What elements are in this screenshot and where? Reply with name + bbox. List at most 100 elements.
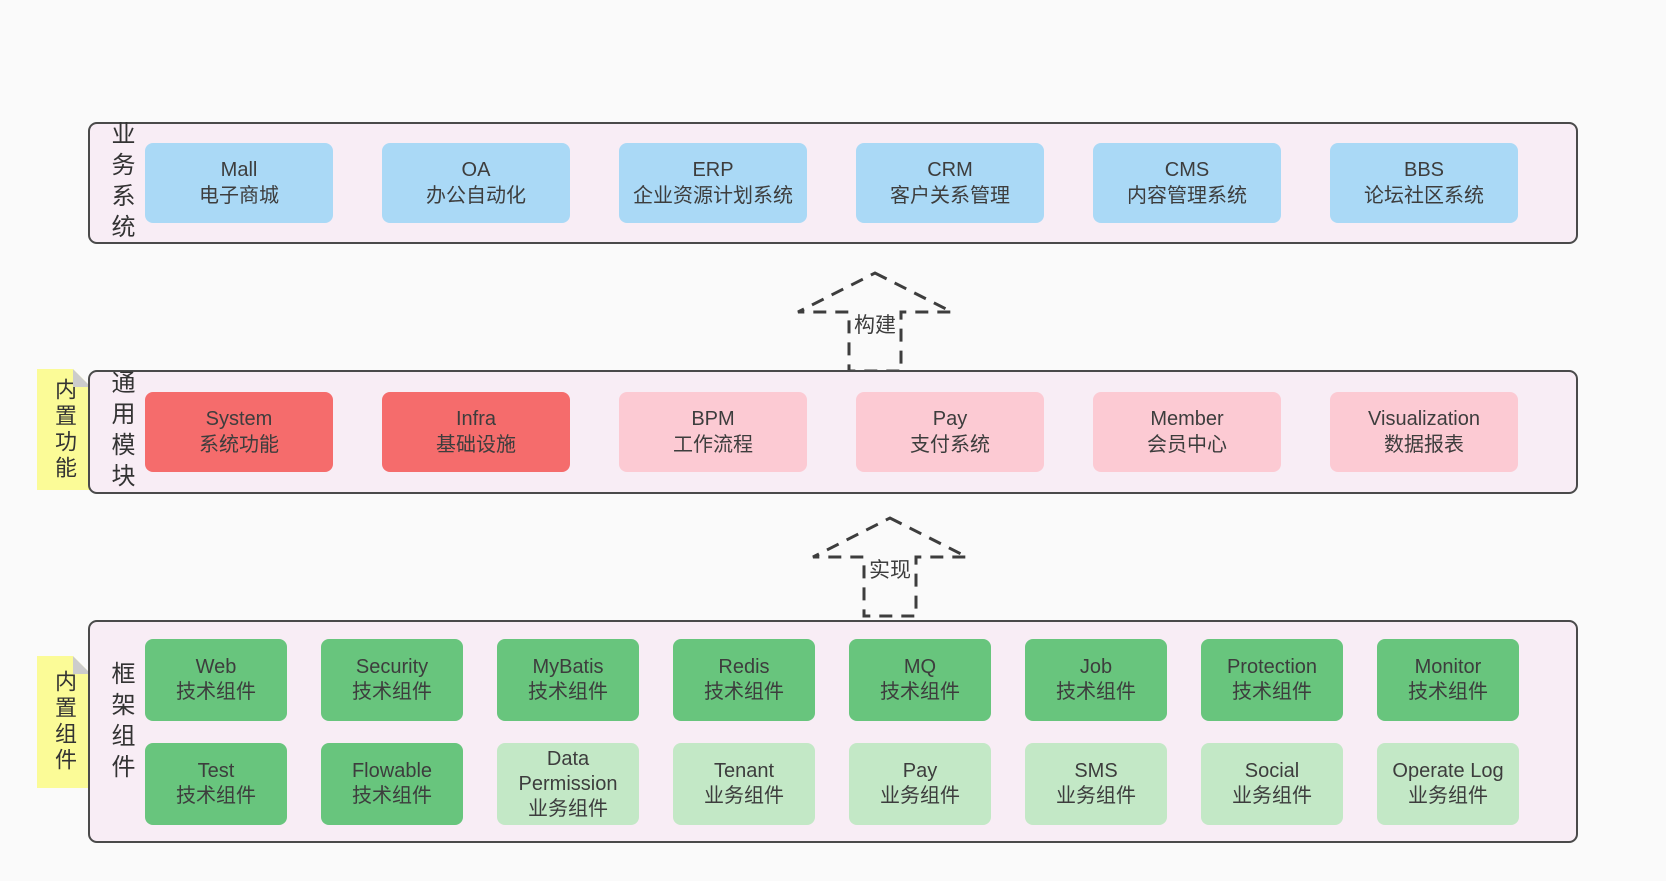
sticky-note-builtin-features-label: 内置功能 [52, 377, 77, 482]
box-subtitle: 技术组件 [352, 785, 432, 807]
box-subtitle: 数据报表 [1384, 434, 1464, 456]
box-operate-log: Operate Log 业务组件 [1377, 743, 1519, 825]
arrow-implement-label: 实现 [866, 553, 914, 585]
panel-business-label: 业务系统 [107, 121, 134, 245]
box-title: Web [195, 656, 237, 678]
box-subtitle: 技术组件 [1056, 681, 1136, 703]
box-erp: ERP 企业资源计划系统 [619, 143, 807, 223]
box-subtitle: 业务组件 [704, 785, 784, 807]
box-title: Data Permission [518, 747, 618, 795]
box-title: Visualization [1368, 408, 1480, 430]
box-subtitle: 电子商城 [199, 185, 279, 207]
arrow-implement: 实现 [805, 514, 975, 618]
box-mall: Mall 电子商城 [145, 143, 333, 223]
box-subtitle: 客户关系管理 [890, 185, 1010, 207]
box-subtitle: 办公自动化 [426, 185, 526, 207]
box-subtitle: 技术组件 [704, 681, 784, 703]
box-title: BPM [691, 408, 735, 430]
box-subtitle: 技术组件 [1408, 681, 1488, 703]
box-security: Security 技术组件 [321, 639, 463, 721]
box-infra: Infra 基础设施 [382, 392, 570, 472]
box-subtitle: 技术组件 [528, 681, 608, 703]
box-subtitle: 企业资源计划系统 [633, 185, 793, 207]
box-subtitle: 技术组件 [176, 681, 256, 703]
box-title: Operate Log [1392, 760, 1504, 782]
arrow-build-label: 构建 [851, 308, 899, 340]
box-mybatis: MyBatis 技术组件 [497, 639, 639, 721]
box-title: Redis [718, 656, 770, 678]
box-visualization: Visualization 数据报表 [1330, 392, 1518, 472]
box-subtitle: 系统功能 [199, 434, 279, 456]
box-web: Web 技术组件 [145, 639, 287, 721]
box-subtitle: 业务组件 [528, 797, 608, 820]
box-flowable: Flowable 技术组件 [321, 743, 463, 825]
box-title: ERP [692, 159, 734, 181]
box-pay: Pay 支付系统 [856, 392, 1044, 472]
box-subtitle: 内容管理系统 [1127, 185, 1247, 207]
dashed-up-arrow-icon [812, 516, 968, 618]
box-title: SMS [1074, 760, 1118, 782]
box-tenant: Tenant 业务组件 [673, 743, 815, 825]
box-subtitle: 业务组件 [1232, 785, 1312, 807]
box-title: Flowable [351, 760, 433, 782]
box-pay: Pay 业务组件 [849, 743, 991, 825]
sticky-note-builtin-components-label: 内置组件 [52, 670, 77, 774]
box-social: Social 业务组件 [1201, 743, 1343, 825]
panel-framework-components: 框架组件 Web 技术组件 Security 技术组件 MyBatis 技术组件 Redis… [88, 620, 1578, 843]
box-monitor: Monitor 技术组件 [1377, 639, 1519, 721]
box-subtitle: 工作流程 [673, 434, 753, 456]
box-title: MyBatis [532, 656, 604, 678]
box-subtitle: 会员中心 [1147, 434, 1227, 456]
box-system: System 系统功能 [145, 392, 333, 472]
box-bpm: BPM 工作流程 [619, 392, 807, 472]
sticky-note-builtin-features: 内置功能 [37, 369, 91, 490]
box-title: Monitor [1414, 656, 1482, 678]
panel-business-systems: 业务系统 Mall 电子商城 OA 办公自动化 ERP 企业资源计划系统 CRM 客户关系管理… [88, 121, 1578, 245]
modules-boxes: System 系统功能 Infra 基础设施 BPM 工作流程 Pay 支付系统 Member 会… [145, 372, 1518, 492]
box-subtitle: 基础设施 [436, 434, 516, 456]
box-title: Pay [932, 408, 968, 430]
box-oa: OA 办公自动化 [382, 143, 570, 223]
box-title: Infra [455, 408, 497, 430]
box-title: Pay [902, 760, 938, 782]
box-title: Social [1244, 760, 1300, 782]
box-title: Tenant [713, 760, 775, 782]
box-title: Test [197, 760, 235, 782]
box-job: Job 技术组件 [1025, 639, 1167, 721]
box-subtitle: 技术组件 [1232, 681, 1312, 703]
box-title: OA [461, 159, 491, 181]
box-subtitle: 业务组件 [1408, 785, 1488, 807]
arrow-build: 构建 [790, 269, 960, 373]
box-crm: CRM 客户关系管理 [856, 143, 1044, 223]
panel-modules-label: 通用模块 [107, 370, 134, 494]
box-subtitle: 支付系统 [910, 434, 990, 456]
box-title: CRM [927, 159, 973, 181]
sticky-note-builtin-components: 内置组件 [37, 656, 91, 788]
box-sms: SMS 业务组件 [1025, 743, 1167, 825]
panel-common-modules: 通用模块 System 系统功能 Infra 基础设施 BPM 工作流程 Pay 支付系统 Me… [88, 370, 1578, 494]
box-member: Member 会员中心 [1093, 392, 1281, 472]
box-test: Test 技术组件 [145, 743, 287, 825]
box-title: Member [1150, 408, 1224, 430]
box-subtitle: 技术组件 [352, 681, 432, 703]
box-subtitle: 技术组件 [176, 785, 256, 807]
box-subtitle: 论坛社区系统 [1364, 185, 1484, 207]
box-title: System [205, 408, 273, 430]
box-title: Job [1079, 656, 1113, 678]
box-subtitle: 业务组件 [880, 785, 960, 807]
panel-components-label: 框架组件 [107, 660, 134, 785]
box-title: Security [355, 656, 429, 678]
box-title: MQ [903, 656, 937, 678]
box-title: Mall [220, 159, 258, 181]
box-subtitle: 业务组件 [1056, 785, 1136, 807]
